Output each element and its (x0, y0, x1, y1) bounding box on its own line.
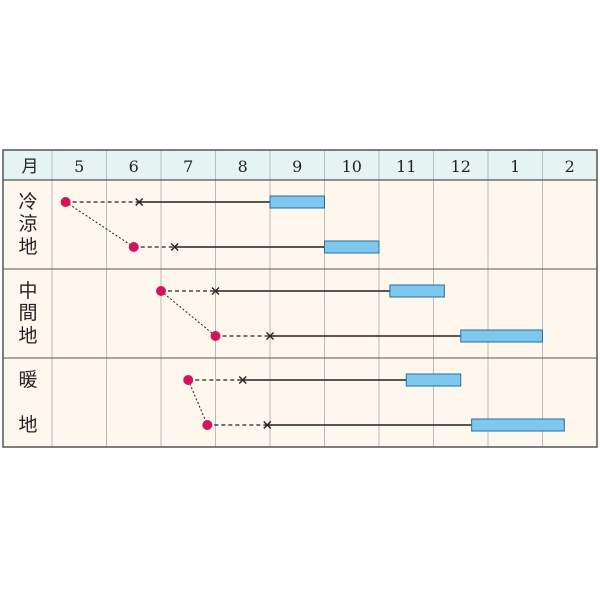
month-label: 12 (451, 157, 471, 176)
sowing-connector (187, 379, 208, 426)
harvest-bar (324, 240, 380, 254)
body-background (3, 180, 597, 447)
header-background (3, 150, 597, 180)
region-label-char: 暖 (18, 369, 37, 391)
transplant-x-mark (263, 421, 272, 429)
sowing-dot (60, 197, 71, 207)
harvest-bar (471, 418, 565, 432)
sowing-dot (156, 286, 166, 296)
harvest-bar (269, 195, 325, 209)
month-label: 6 (129, 157, 139, 176)
harvest-bar (389, 284, 445, 298)
transplant-x-mark (135, 198, 144, 206)
schedule-marks (60, 195, 565, 432)
region-label-char: 冷 (18, 191, 37, 213)
region-label-char: 地 (18, 325, 37, 347)
transplant-x-mark (170, 243, 179, 251)
month-label: 8 (238, 157, 248, 176)
region-label-char: 間 (18, 302, 37, 324)
sowing-connector (65, 201, 135, 248)
region-label-char: 地 (18, 236, 37, 258)
month-label: 9 (292, 157, 302, 176)
sowing-dot (128, 242, 139, 252)
month-label: 7 (183, 157, 193, 176)
transplant-x-mark (211, 287, 220, 295)
month-label: 10 (342, 157, 362, 176)
region-label-char: 地 (18, 414, 37, 436)
harvest-bar (460, 329, 543, 343)
transplant-x-mark (238, 376, 247, 384)
harvest-bar (405, 373, 462, 387)
sowing-dot (202, 420, 213, 430)
sowing-dot (210, 331, 221, 341)
sowing-dot (183, 375, 194, 385)
month-header-label: 月 (22, 157, 39, 177)
table-outer-border (2, 149, 598, 448)
region-label-char: 中 (18, 280, 37, 302)
month-label: 1 (510, 157, 520, 176)
transplant-x-mark (266, 332, 274, 340)
month-label: 5 (74, 157, 84, 176)
month-label: 11 (396, 157, 416, 176)
month-label: 2 (565, 157, 575, 176)
region-label-char: 涼 (18, 213, 37, 235)
